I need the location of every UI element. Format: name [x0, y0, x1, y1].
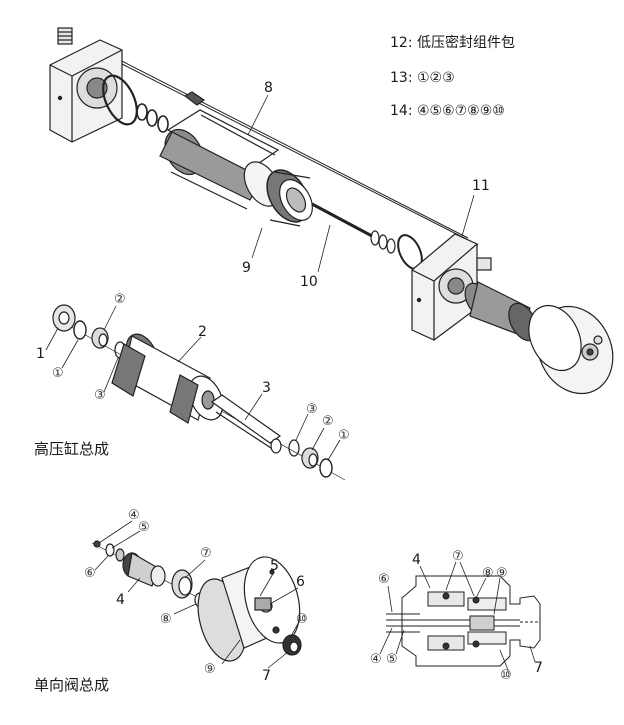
label-section-part-7: 7: [534, 660, 543, 676]
title-cylinder-assembly: 高压缸总成: [34, 440, 110, 458]
label-part-7: 7: [262, 668, 271, 684]
top-assembly: [49, 27, 614, 395]
legend-row-14: 14: ④⑤⑥⑦⑧⑨⑩: [390, 103, 505, 119]
label-part-3: 3: [262, 380, 271, 396]
title-valve-assembly: 单向阀总成: [34, 676, 110, 694]
label-section-seal-7: ⑦: [452, 549, 464, 564]
label-seal-3-right: ③: [306, 402, 318, 417]
label-part-9: 9: [242, 260, 251, 276]
label-seal-3: ③: [94, 388, 106, 403]
nut-part-10: [282, 634, 302, 656]
label-section-seal-6: ⑥: [378, 572, 390, 587]
screw-part-4: [122, 552, 166, 587]
cylinder-part-2: [111, 333, 224, 424]
label-section-seal-4: ④: [370, 652, 382, 667]
label-section-seal-5: ⑤: [386, 652, 398, 667]
label-seal-9: ⑨: [204, 662, 216, 677]
label-part-4: 4: [116, 592, 125, 608]
label-seal-2-right: ②: [322, 414, 334, 429]
fitting-part-6: [254, 597, 272, 611]
label-section-seal-10: ⑩: [500, 668, 512, 683]
label-seal-2: ②: [114, 292, 126, 307]
legend-row-13: 13: ①②③: [390, 70, 455, 86]
label-part-5: 5: [270, 558, 279, 574]
plunger: [183, 91, 206, 106]
label-part-2: 2: [198, 324, 207, 340]
nut-part-1: [52, 304, 76, 332]
label-seal-8: ⑧: [160, 612, 172, 627]
valve-body: [528, 304, 614, 395]
section-view: [379, 561, 541, 671]
label-part-1: 1: [36, 346, 45, 362]
legend-row-12: 12: 低压密封组件包: [390, 35, 515, 51]
rod-part-10: [311, 202, 373, 238]
label-seal-10: ⑩: [296, 612, 308, 627]
valve-assembly: [91, 520, 302, 669]
sleeve-part-3: [210, 394, 282, 454]
right-end-block-part-11: [411, 233, 492, 341]
cylinder-assembly: [45, 304, 346, 481]
label-seal-7: ⑦: [200, 546, 212, 561]
label-section-seal-8: ⑧: [482, 566, 494, 581]
label-seal-1-right: ①: [338, 428, 350, 443]
label-seal-1: ①: [52, 366, 64, 381]
label-section-seal-9: ⑨: [496, 566, 508, 581]
label-seal-5: ⑤: [138, 520, 150, 535]
label-section-part-4: 4: [412, 552, 421, 568]
label-part-6: 6: [296, 574, 305, 590]
label-seal-6: ⑥: [84, 566, 96, 581]
label-part-11: 11: [472, 178, 490, 194]
label-seal-4: ④: [128, 508, 140, 523]
label-part-8: 8: [264, 80, 273, 96]
left-end-block: [49, 27, 123, 143]
cylinder-part-8: [159, 109, 281, 210]
collar-part-9: [266, 169, 313, 227]
label-part-10: 10: [300, 274, 318, 290]
